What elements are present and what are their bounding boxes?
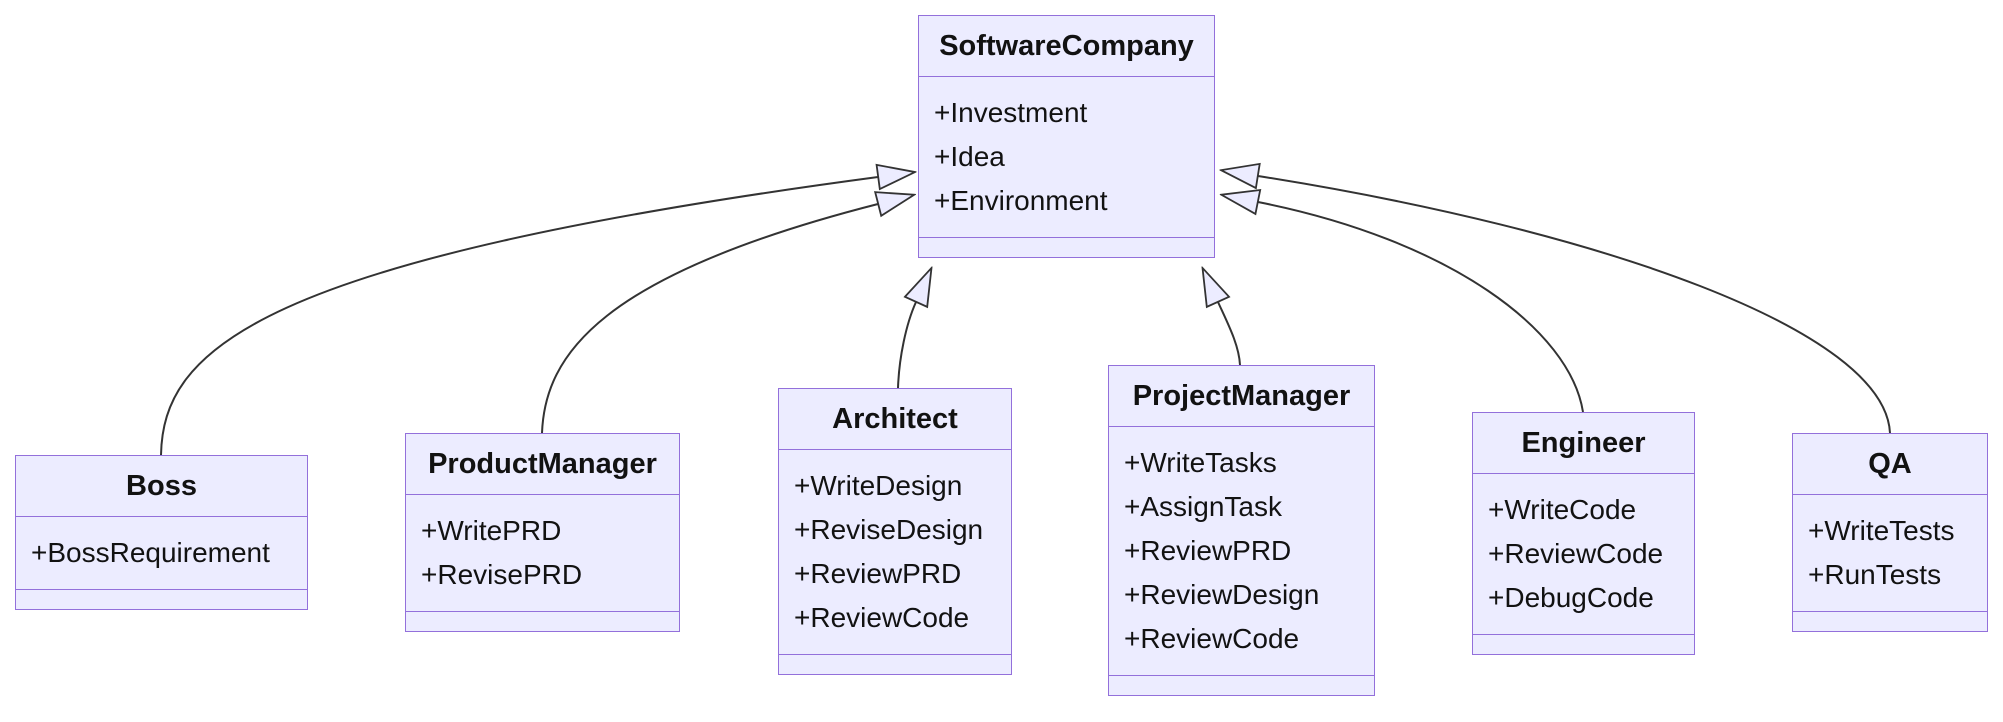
class-attribute: +AssignTask: [1124, 491, 1282, 522]
class-box-boss: Boss +BossRequirement: [15, 455, 308, 610]
class-methods-empty: [1109, 676, 1374, 695]
class-attributes: +WritePRD +RevisePRD: [406, 495, 679, 612]
class-box-architect: Architect +WriteDesign +ReviseDesign +Re…: [778, 388, 1012, 675]
class-title: QA: [1793, 434, 1987, 495]
class-methods-empty: [16, 590, 307, 609]
class-attribute: +Investment: [934, 97, 1088, 128]
class-attribute: +WritePRD: [421, 515, 562, 546]
edge-qa-extends-softwarecompany: [1258, 176, 1891, 434]
edge-boss-extends-softwarecompany: [160, 177, 878, 456]
class-methods-empty: [919, 238, 1214, 257]
class-attributes: +BossRequirement: [16, 517, 307, 590]
class-box-productmanager: ProductManager +WritePRD +RevisePRD: [405, 433, 680, 632]
class-box-projectmanager: ProjectManager +WriteTasks +AssignTask +…: [1108, 365, 1375, 696]
class-attribute: +ReviewDesign: [1124, 579, 1320, 610]
class-attributes: +WriteTasks +AssignTask +ReviewPRD +Revi…: [1109, 427, 1374, 676]
class-attribute: +WriteTasks: [1124, 447, 1277, 478]
class-attributes: +WriteTests +RunTests: [1793, 495, 1987, 612]
class-attribute: +Environment: [934, 185, 1108, 216]
class-box-softwarecompany: SoftwareCompany +Investment +Idea +Envir…: [918, 15, 1215, 258]
class-title: ProductManager: [406, 434, 679, 495]
class-title: Architect: [779, 389, 1011, 450]
class-attribute: +DebugCode: [1488, 582, 1654, 613]
class-attribute: +ReviewPRD: [1124, 535, 1292, 566]
class-box-qa: QA +WriteTests +RunTests: [1792, 433, 1988, 632]
class-title: ProjectManager: [1109, 366, 1374, 427]
class-attribute: +ReviewCode: [794, 602, 970, 633]
edge-architect-extends-softwarecompany: [897, 302, 916, 389]
edge-productmanager-extends-softwarecompany: [541, 204, 878, 434]
class-attributes: +WriteCode +ReviewCode +DebugCode: [1473, 474, 1694, 635]
class-methods-empty: [1473, 635, 1694, 654]
class-title: SoftwareCompany: [919, 16, 1214, 77]
class-attributes: +WriteDesign +ReviseDesign +ReviewPRD +R…: [779, 450, 1011, 655]
class-title: Engineer: [1473, 413, 1694, 474]
class-attribute: +ReviewPRD: [794, 558, 962, 589]
class-methods-empty: [779, 655, 1011, 674]
class-attribute: +ReviewCode: [1488, 538, 1664, 569]
class-attributes: +Investment +Idea +Environment: [919, 77, 1214, 238]
edge-engineer-extends-softwarecompany: [1258, 202, 1584, 413]
class-methods-empty: [1793, 612, 1987, 631]
class-attribute: +ReviseDesign: [794, 514, 984, 545]
class-box-engineer: Engineer +WriteCode +ReviewCode +DebugCo…: [1472, 412, 1695, 655]
class-title: Boss: [16, 456, 307, 517]
class-attribute: +WriteTests: [1808, 515, 1955, 546]
class-attribute: +BossRequirement: [31, 537, 270, 568]
class-attribute: +ReviewCode: [1124, 623, 1300, 654]
class-attribute: +WriteDesign: [794, 470, 963, 501]
class-attribute: +Idea: [934, 141, 1005, 172]
class-attribute: +RevisePRD: [421, 559, 583, 590]
class-attribute: +WriteCode: [1488, 494, 1637, 525]
edge-projectmanager-extends-softwarecompany: [1218, 302, 1241, 366]
class-attribute: +RunTests: [1808, 559, 1942, 590]
class-methods-empty: [406, 612, 679, 631]
